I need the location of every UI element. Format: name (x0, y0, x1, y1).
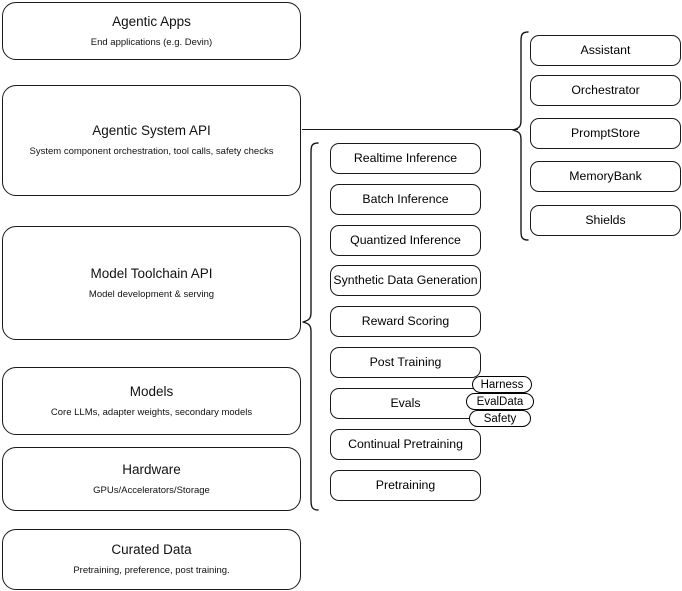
layer-subtitle: Model development & serving (88, 288, 215, 300)
layer-box-hardware[interactable]: Hardware GPUs/Accelerators/Storage (2, 447, 301, 511)
layer-subtitle: Core LLMs, adapter weights, secondary mo… (50, 406, 253, 418)
layer-title: Agentic System API (92, 123, 211, 139)
evals-pill-harness[interactable]: Harness (472, 376, 532, 393)
layer-title: Model Toolchain API (90, 265, 213, 281)
layer-subtitle: GPUs/Accelerators/Storage (93, 484, 210, 496)
toolchain-item-evals[interactable]: Evals (330, 388, 481, 419)
item-label: PromptStore (570, 125, 641, 140)
agentic-system-to-components-line (302, 129, 518, 131)
layer-subtitle: End applications (e.g. Devin) (90, 36, 213, 48)
toolchain-item-pretraining[interactable]: Pretraining (330, 470, 481, 501)
toolchain-item-synthetic-data-generation[interactable]: Synthetic Data Generation (330, 265, 481, 296)
item-label: MemoryBank (569, 168, 642, 183)
layer-title: Curated Data (111, 542, 192, 558)
item-label: Post Training (369, 354, 442, 369)
system-components-brace (512, 31, 529, 241)
system-component-memorybank[interactable]: MemoryBank (530, 161, 681, 192)
item-label: Realtime Inference (353, 150, 458, 165)
item-label: Shields (585, 212, 626, 227)
layer-box-agentic-apps[interactable]: Agentic Apps End applications (e.g. Devi… (2, 2, 301, 60)
toolchain-item-quantized-inference[interactable]: Quantized Inference (330, 225, 481, 256)
layer-title: Agentic Apps (112, 13, 191, 29)
item-label: Continual Pretraining (348, 436, 463, 451)
system-component-orchestrator[interactable]: Orchestrator (530, 75, 681, 106)
item-label: Synthetic Data Generation (333, 272, 478, 287)
layer-box-model-toolchain-api[interactable]: Model Toolchain API Model development & … (2, 226, 301, 340)
evals-pill-safety[interactable]: Safety (469, 410, 531, 427)
pill-label: EvalData (476, 395, 524, 408)
layer-subtitle: System component orchestration, tool cal… (29, 146, 274, 157)
layer-box-agentic-system-api[interactable]: Agentic System API System component orch… (2, 85, 301, 196)
system-component-shields[interactable]: Shields (530, 205, 681, 236)
toolchain-brace (302, 142, 319, 511)
item-label: Orchestrator (571, 82, 640, 97)
toolchain-item-batch-inference[interactable]: Batch Inference (330, 184, 481, 215)
layer-box-models[interactable]: Models Core LLMs, adapter weights, secon… (2, 367, 301, 435)
item-label: Pretraining (375, 477, 436, 492)
layer-title: Hardware (122, 461, 181, 477)
layer-box-curated-data[interactable]: Curated Data Pretraining, preference, po… (2, 529, 301, 590)
item-label: Evals (390, 395, 421, 410)
item-label: Assistant (580, 42, 631, 57)
toolchain-item-continual-pretraining[interactable]: Continual Pretraining (330, 429, 481, 460)
layer-subtitle: Pretraining, preference, post training. (73, 565, 230, 576)
toolchain-item-post-training[interactable]: Post Training (330, 347, 481, 378)
system-component-promptstore[interactable]: PromptStore (530, 118, 681, 149)
evals-pill-evaldata[interactable]: EvalData (466, 393, 534, 410)
pill-label: Harness (480, 378, 524, 391)
pill-label: Safety (483, 412, 517, 425)
item-label: Batch Inference (362, 191, 449, 206)
layer-title: Models (129, 383, 174, 399)
item-label: Quantized Inference (350, 232, 461, 247)
toolchain-item-reward-scoring[interactable]: Reward Scoring (330, 306, 481, 337)
system-component-assistant[interactable]: Assistant (530, 35, 681, 66)
item-label: Reward Scoring (361, 313, 450, 328)
toolchain-item-realtime-inference[interactable]: Realtime Inference (330, 143, 481, 174)
